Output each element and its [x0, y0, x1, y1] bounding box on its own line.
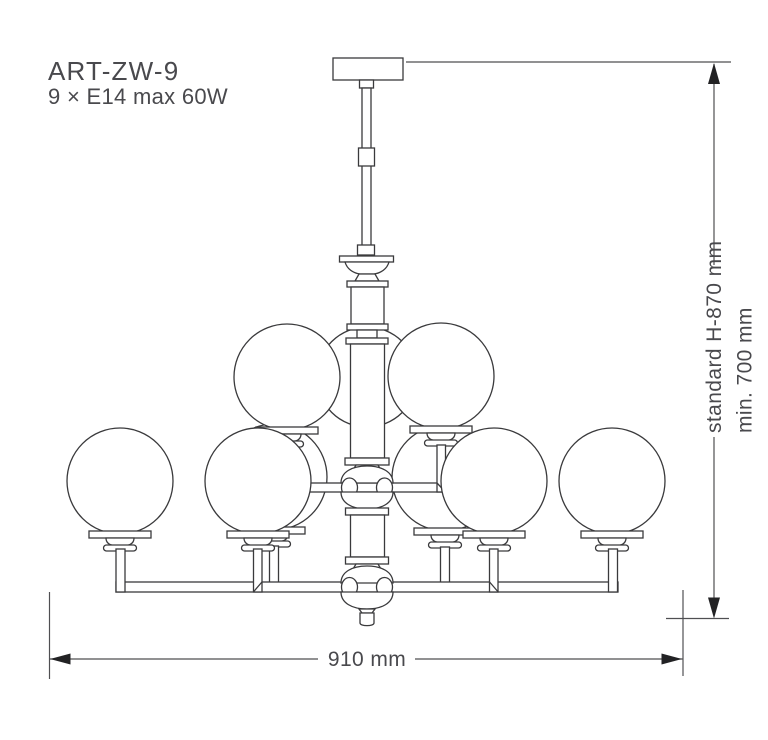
standard-height-label: standard H-870 mm: [703, 241, 726, 433]
arrow-up-icon: [708, 63, 720, 84]
lower-tier-lamps: [66, 427, 666, 593]
width-dimension-label: 910 mm: [328, 648, 406, 671]
globe-lamp: [558, 427, 666, 552]
width-dimension: 910 mm: [48, 590, 684, 679]
central-hub: [340, 464, 394, 627]
height-dimension: standard H-870 mm min. 700 mm: [406, 61, 757, 620]
ceiling-canopy: [332, 57, 404, 81]
product-code: ART-ZW-9: [48, 56, 179, 86]
canopy-and-stem: [332, 57, 404, 256]
bottom-finial: [359, 612, 375, 627]
product-lamping-spec: 9 × E14 max 60W: [48, 84, 228, 109]
suspension-rod: [361, 87, 372, 249]
arrow-left-icon: [50, 653, 71, 665]
rod-coupler: [357, 147, 376, 167]
globe-lamp: [66, 427, 174, 552]
arrow-down-icon: [708, 597, 720, 619]
arrow-right-icon: [661, 653, 682, 665]
min-height-label: min. 700 mm: [734, 307, 757, 433]
hub-drum: [349, 514, 386, 558]
product-info: ART-ZW-9 9 × E14 max 60W: [48, 56, 228, 109]
globe-lamp: [387, 322, 495, 447]
central-column: [338, 255, 395, 466]
